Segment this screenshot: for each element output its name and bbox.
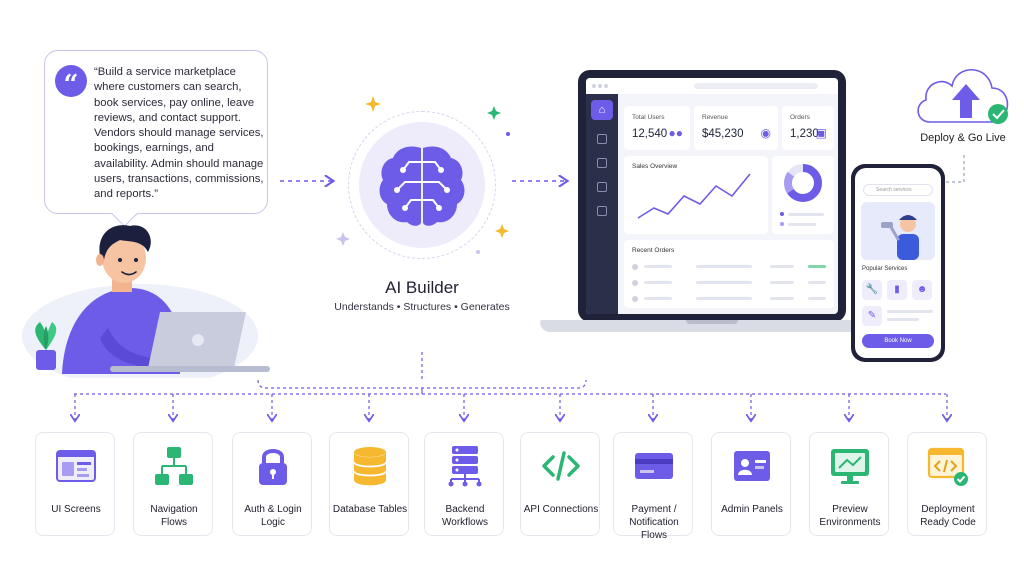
stat-value: 1,230 — [790, 128, 819, 140]
stat-card-revenue: Revenue $45,230 ◉ — [694, 106, 778, 150]
output-card-label: UI Screens — [51, 504, 101, 515]
monitor-icon — [831, 449, 869, 484]
person-illustration — [22, 225, 270, 378]
recent-orders-title: Recent Orders — [632, 247, 675, 254]
quote-icon: “ — [55, 65, 87, 100]
chat-icon[interactable] — [597, 206, 607, 216]
sparkle-icon — [487, 106, 501, 120]
output-card-label: Preview Environments — [819, 504, 881, 528]
ui-screens-icon — [56, 450, 96, 482]
output-card-label: Payment / Notification Flows — [629, 504, 679, 541]
sales-overview-title: Sales Overview — [632, 163, 678, 170]
code-check-icon — [927, 447, 968, 486]
output-card-navigation-flows[interactable]: Navigation Flows — [133, 432, 213, 536]
clipboard-icon[interactable] — [597, 158, 607, 168]
phone-screen: Search services Popular Services 🔧 ▮ ☻ ✎… — [855, 168, 941, 358]
admin-id-icon — [734, 451, 770, 481]
output-card-label: Auth & Login Logic — [244, 504, 302, 528]
plant-icon — [35, 322, 57, 370]
output-card-label: Navigation Flows — [150, 504, 198, 528]
output-card-backend-workflows[interactable]: Backend Workflows — [424, 432, 504, 536]
sparkle-icon — [495, 224, 509, 238]
output-card-label: Backend Workflows — [442, 504, 488, 528]
output-card-label: Admin Panels — [721, 504, 783, 515]
ai-builder-title: AI Builder — [385, 278, 459, 297]
deploy-label: Deploy & Go Live — [920, 132, 1006, 144]
calendar-icon[interactable] — [597, 182, 607, 192]
donut-chart — [780, 164, 824, 226]
output-card-ui-screens[interactable]: UI Screens — [35, 432, 115, 536]
brain-icon — [379, 146, 465, 226]
prompt-text: “Build a service marketplace where custo… — [94, 66, 264, 201]
prompt-bubble: “ “Build a service marketplace where cus… — [44, 50, 268, 214]
stat-value: $45,230 — [702, 128, 744, 140]
arrow-app-to-deploy — [946, 152, 965, 183]
navigation-flows-icon — [155, 447, 193, 485]
credit-card-icon — [635, 453, 673, 479]
recent-orders-panel: Recent Orders — [624, 240, 834, 308]
database-icon — [353, 447, 387, 486]
paint-roller-icon[interactable]: ▮ — [887, 280, 907, 300]
ai-builder-ring — [348, 111, 496, 259]
output-card-auth-login[interactable]: Auth & Login Logic — [232, 432, 312, 536]
brush-icon[interactable]: ✎ — [862, 306, 882, 326]
stat-card-users: Total Users 12,540 ●● — [624, 106, 690, 150]
hero-banner — [861, 202, 935, 260]
laptop-base — [540, 320, 886, 332]
dashboard-screen: ⌂ Total Users 12,540 ●● Revenue $45,230 … — [586, 78, 838, 314]
users-icon: ●● — [668, 126, 684, 140]
worker-illustration — [881, 215, 919, 260]
laptop-notch — [686, 320, 738, 324]
output-card-database-tables[interactable]: Database Tables — [329, 432, 409, 536]
output-card-label: Database Tables — [332, 504, 408, 515]
sparkle-icon — [336, 232, 350, 246]
popular-services-title: Popular Services — [862, 266, 908, 272]
stat-card-orders: Orders 1,230 ▣ — [782, 106, 834, 150]
camera-icon[interactable] — [597, 134, 607, 144]
lock-icon — [259, 449, 287, 485]
url-bar — [694, 83, 818, 89]
stat-label: Orders — [790, 114, 810, 121]
output-card-payment-notification[interactable]: Payment / Notification Flows — [613, 432, 693, 541]
donut-panel — [772, 156, 834, 234]
book-now-button[interactable]: Book Now — [862, 334, 934, 348]
stat-label: Revenue — [702, 114, 729, 121]
home-icon[interactable]: ⌂ — [591, 100, 613, 120]
sparkle-icon — [365, 96, 381, 112]
dollar-icon: ◉ — [760, 126, 771, 140]
sales-overview-panel: Sales Overview — [624, 156, 768, 234]
stat-value: 12,540 — [632, 128, 668, 140]
code-icon — [542, 451, 580, 481]
sales-line-chart — [637, 173, 751, 219]
output-card-label: Deployment Ready Code — [920, 504, 976, 528]
ai-builder-circle — [359, 122, 485, 248]
server-icon — [448, 446, 482, 487]
phone-search-input[interactable]: Search services — [863, 184, 933, 196]
dashboard-sidebar: ⌂ — [586, 94, 618, 314]
wrench-icon[interactable]: 🔧 — [862, 280, 882, 300]
output-card-admin-panels[interactable]: Admin Panels — [711, 432, 791, 536]
worker-icon[interactable]: ☻ — [912, 280, 932, 300]
bag-icon: ▣ — [815, 126, 827, 140]
ai-builder-subtitle: Understands • Structures • Generates — [334, 301, 510, 313]
stat-label: Total Users — [632, 114, 665, 121]
output-card-label: API Connections — [523, 504, 599, 515]
output-card-api-connections[interactable]: API Connections — [520, 432, 600, 536]
output-card-preview-environments[interactable]: Preview Environments — [809, 432, 889, 536]
window-titlebar — [586, 78, 838, 94]
output-card-deployment-ready-code[interactable]: Deployment Ready Code — [907, 432, 987, 536]
